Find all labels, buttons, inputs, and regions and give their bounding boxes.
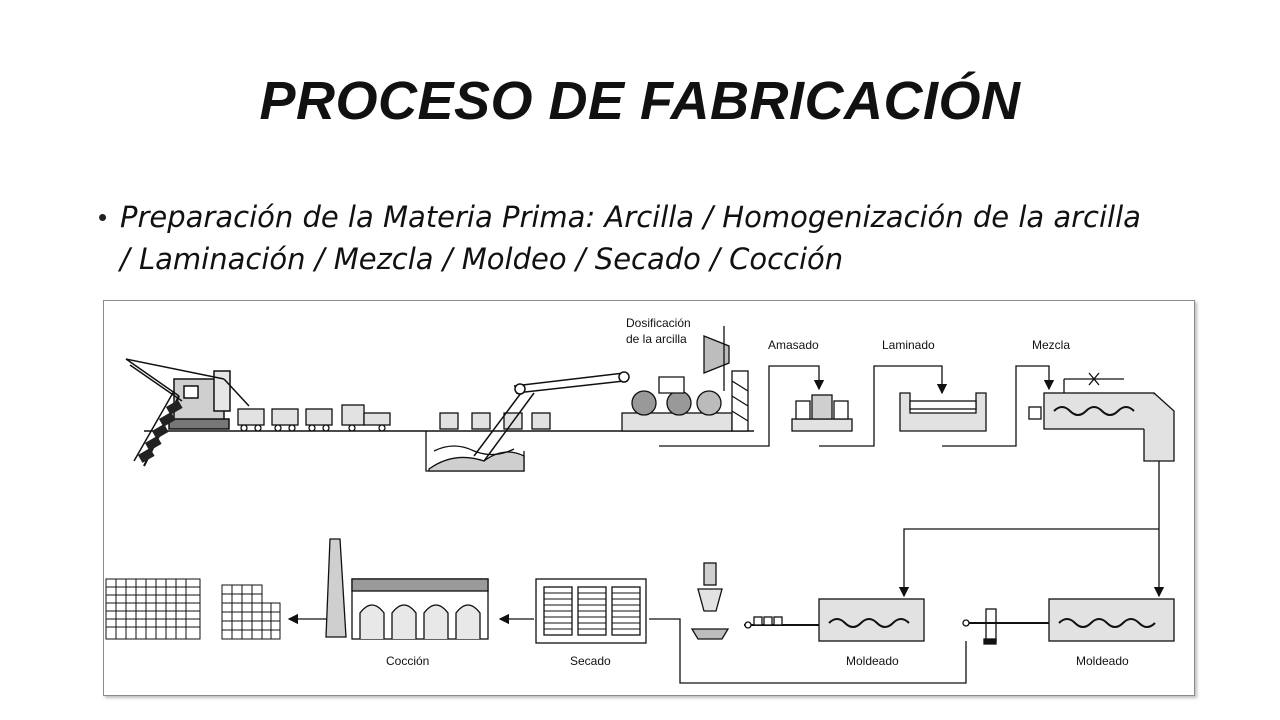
bullet-dot-icon: • [98, 202, 108, 232]
label-moldeado-1: Moldeado [846, 654, 899, 668]
label-mezcla: Mezcla [1032, 338, 1070, 352]
clay-pit-icon [425, 412, 551, 472]
dosing-machine-icon [621, 326, 749, 432]
dryer-icon [535, 578, 647, 644]
brick-stack-large-icon [105, 578, 201, 640]
label-laminado: Laminado [882, 338, 935, 352]
stage-connectors [659, 365, 1055, 447]
kneading-machine-icon [791, 394, 853, 432]
label-amasado: Amasado [768, 338, 819, 352]
process-diagram: Dosificación de la arcilla Amasado Lamin… [103, 300, 1195, 696]
kiln-icon [325, 538, 489, 640]
truck-icon [341, 404, 391, 432]
mixer-to-molding-lines [898, 461, 1165, 598]
molding-to-drying-lines [287, 613, 967, 684]
label-dosificacion-1: Dosificación [626, 316, 691, 330]
label-moldeado-2: Moldeado [1076, 654, 1129, 668]
laminating-machine-icon [899, 392, 987, 432]
label-coccion: Cocción [386, 654, 429, 668]
molding-machine-left-icon [744, 598, 925, 642]
bullet-line-2: / Laminación / Mezcla / Moldeo / Secado … [120, 242, 844, 276]
molding-machine-right-icon [962, 598, 1175, 645]
process-diagram-svg: Dosificación de la arcilla Amasado Lamin… [105, 316, 1175, 684]
mixer-machine-icon [1028, 372, 1175, 462]
inclined-conveyor-icon [473, 371, 630, 462]
excavator-icon [125, 358, 250, 467]
slide-title: PROCESO DE FABRICACIÓN [259, 71, 1021, 131]
cutter-press-icon [690, 562, 730, 640]
wagons-icon [237, 408, 333, 432]
bullet-text: Preparación de la Materia Prima: Arcilla… [120, 196, 1200, 280]
label-secado: Secado [570, 654, 611, 668]
bullet-line-1: Preparación de la Materia Prima: Arcilla… [120, 200, 1141, 234]
label-dosificacion-2: de la arcilla [626, 332, 687, 346]
brick-stack-small-icon [221, 584, 281, 640]
